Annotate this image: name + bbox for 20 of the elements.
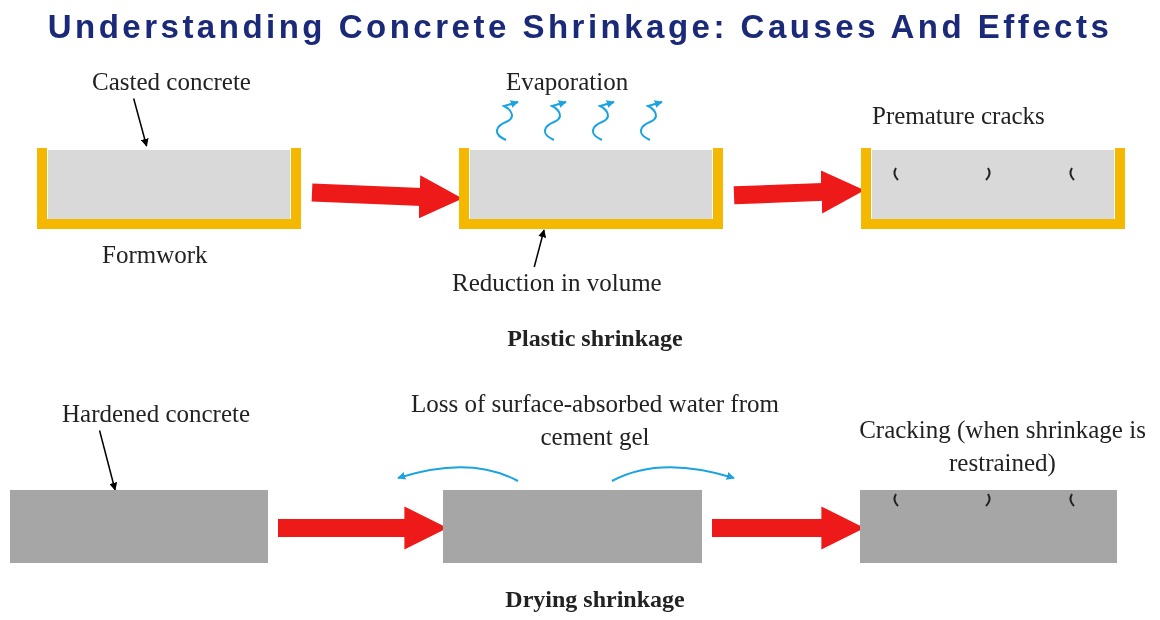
concrete-in-formwork-drawing — [36, 146, 302, 230]
concrete-slab — [860, 490, 1117, 563]
process-label: Evaporation — [506, 67, 629, 97]
result-label: Cracking (when shrinkage is restrained) — [858, 415, 1147, 479]
annotation-text: Reduction in volume — [452, 267, 662, 300]
leader-line — [98, 429, 118, 491]
concrete-in-formwork-drawing — [860, 146, 1126, 230]
result-label: Premature cracks — [872, 101, 1045, 131]
title: Understanding Concrete Shrinkage: Causes And Effects — [46, 8, 1114, 46]
concrete-in-formwork-drawing — [458, 146, 724, 230]
section-caption: Drying shrinkage — [504, 585, 686, 614]
annotation-text: Casted concrete — [92, 66, 251, 99]
section-caption: Plastic shrinkage — [506, 324, 684, 353]
process-label: Loss of surface-absorbed water from cement gel — [410, 389, 780, 452]
part-label: Formwork — [102, 240, 208, 270]
concrete-slab — [10, 490, 268, 563]
leader-line — [533, 229, 547, 268]
leader-line — [132, 97, 149, 147]
annotation-text: Hardened concrete — [62, 398, 251, 431]
concrete-slab — [443, 490, 702, 563]
